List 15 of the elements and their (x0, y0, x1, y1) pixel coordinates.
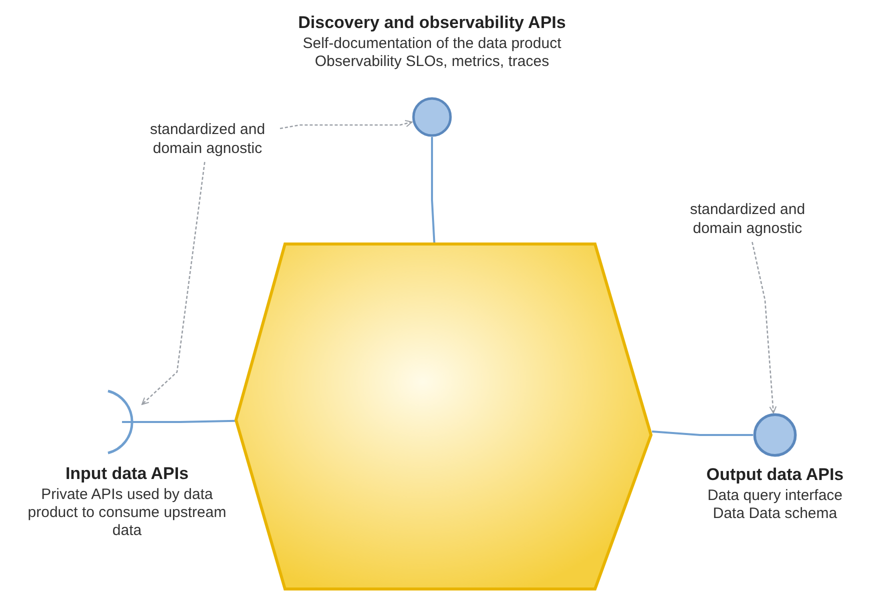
api-heading: Discovery and observability APIs (297, 13, 567, 33)
api-description: Private APIs used by data product to consume upstream data (27, 486, 227, 540)
api-description: Self-documentation of the data product Observability SLOs, metrics, traces (302, 35, 562, 71)
arrow (280, 120, 413, 130)
arrow (752, 242, 777, 414)
annotation-text: standardized and domain agnostic (135, 120, 280, 162)
connector-line (431, 137, 436, 244)
api-heading: Output data APIs (705, 465, 845, 485)
connector-line (142, 420, 236, 423)
arrow (141, 162, 206, 405)
api-description: Data query interface Data Data schema (706, 487, 844, 523)
hexagon (235, 243, 652, 590)
api-heading: Input data APIs (64, 464, 190, 484)
annotation-text: standardized and domain agnostic (675, 200, 820, 242)
connector-line (652, 430, 753, 436)
